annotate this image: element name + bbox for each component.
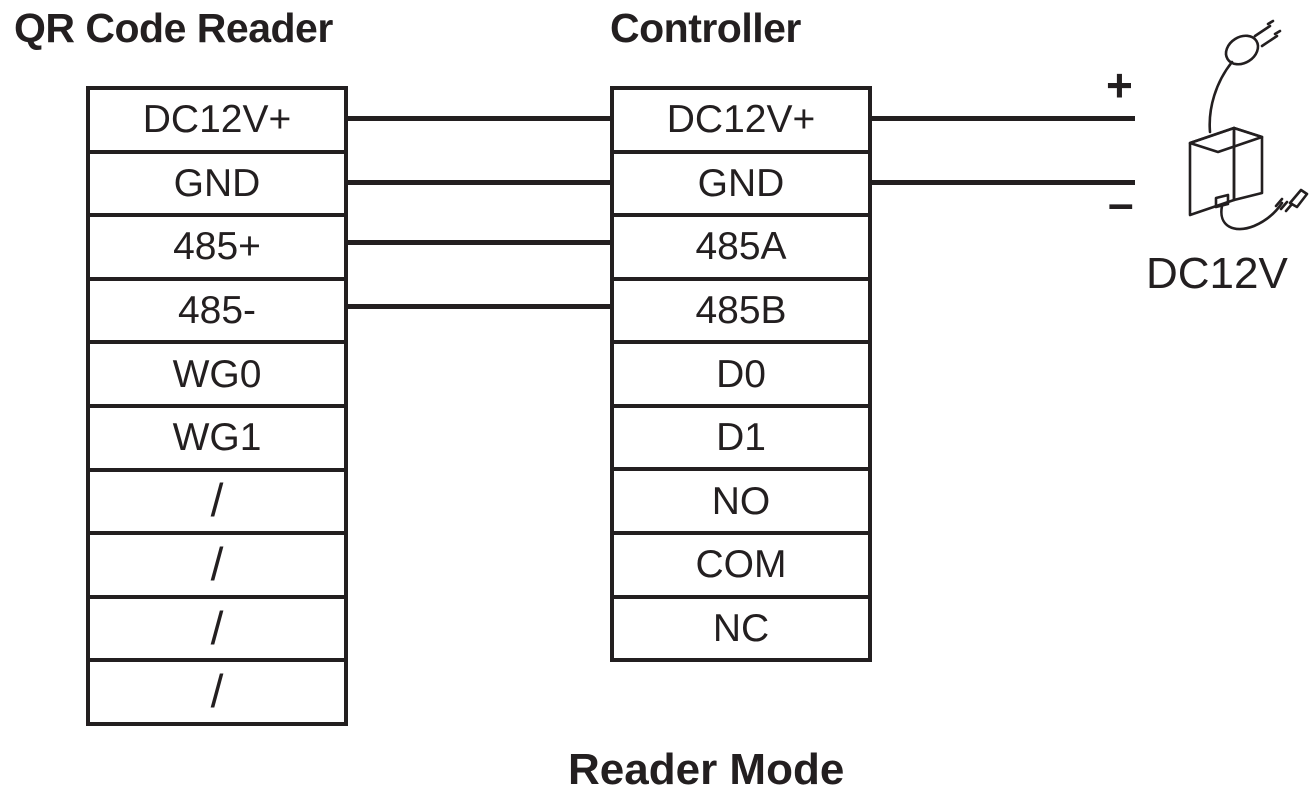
wire-485b (348, 304, 610, 309)
controller-terminal-row-label: D1 (716, 416, 766, 460)
reader-terminal-row-1: DC12V+ (90, 90, 344, 154)
reader-terminal-row-label: / (210, 537, 224, 590)
reader-terminal-row-label: WG1 (172, 416, 262, 460)
controller-terminal-row-label: D0 (716, 352, 766, 396)
reader-terminal-row-label: / (210, 601, 224, 654)
diagram-footer-label: Reader Mode (568, 745, 845, 794)
reader-terminal-row-7: / (90, 472, 344, 536)
controller-terminal-row-6: D1 (614, 408, 868, 472)
wire-dc12v-plus (348, 116, 610, 121)
controller-terminal-row-2: GND (614, 154, 868, 218)
controller-terminal-row-label: DC12V+ (666, 98, 816, 142)
controller-terminal-row-label: GND (697, 161, 785, 205)
reader-terminal-row-10: / (90, 662, 344, 722)
controller-terminal-row-label: NO (711, 479, 771, 523)
reader-terminal-row-label: / (210, 474, 224, 527)
polarity-plus-label: + (1106, 59, 1133, 111)
left-block-title: QR Code Reader (14, 5, 333, 51)
reader-terminal-row-label: DC12V+ (142, 98, 292, 142)
right-block-title: Controller (610, 5, 801, 51)
polarity-minus-label: – (1108, 177, 1134, 229)
controller-terminal-row-label: 485A (695, 225, 787, 269)
reader-terminal-row-8: / (90, 535, 344, 599)
reader-terminal-row-label: GND (173, 161, 261, 205)
reader-terminal-row-3: 485+ (90, 217, 344, 281)
wire-gnd (348, 180, 610, 185)
controller-terminal-row-7: NO (614, 471, 868, 535)
reader-terminal-row-label: / (210, 665, 224, 718)
controller-terminal-row-label: 485B (695, 288, 787, 332)
reader-terminal-row-4: 485- (90, 281, 344, 345)
controller-terminal-row-3: 485A (614, 217, 868, 281)
controller-terminal-row-1: DC12V+ (614, 90, 868, 154)
reader-terminal-row-label: WG0 (172, 352, 262, 396)
controller-terminal-row-label: NC (712, 606, 770, 650)
reader-terminal-row-label: 485+ (173, 225, 261, 269)
reader-terminal-row-2: GND (90, 154, 344, 218)
power-supply-label: DC12V (1146, 249, 1288, 298)
controller-terminal-row-8: COM (614, 535, 868, 599)
controller-terminal-row-4: 485B (614, 281, 868, 345)
reader-terminal-row-5: WG0 (90, 344, 344, 408)
controller-terminal-row-label: COM (695, 543, 787, 587)
wire-485a (348, 240, 610, 245)
controller-terminal-row-5: D0 (614, 344, 868, 408)
reader-terminal-row-9: / (90, 599, 344, 663)
reader-terminal-row-6: WG1 (90, 408, 344, 472)
power-adapter-icon (1188, 19, 1309, 231)
controller-terminal-row-9: NC (614, 599, 868, 659)
wire-power-negative (872, 180, 1135, 185)
reader-terminal-row-label: 485- (177, 289, 257, 333)
wire-power-positive (872, 116, 1135, 121)
